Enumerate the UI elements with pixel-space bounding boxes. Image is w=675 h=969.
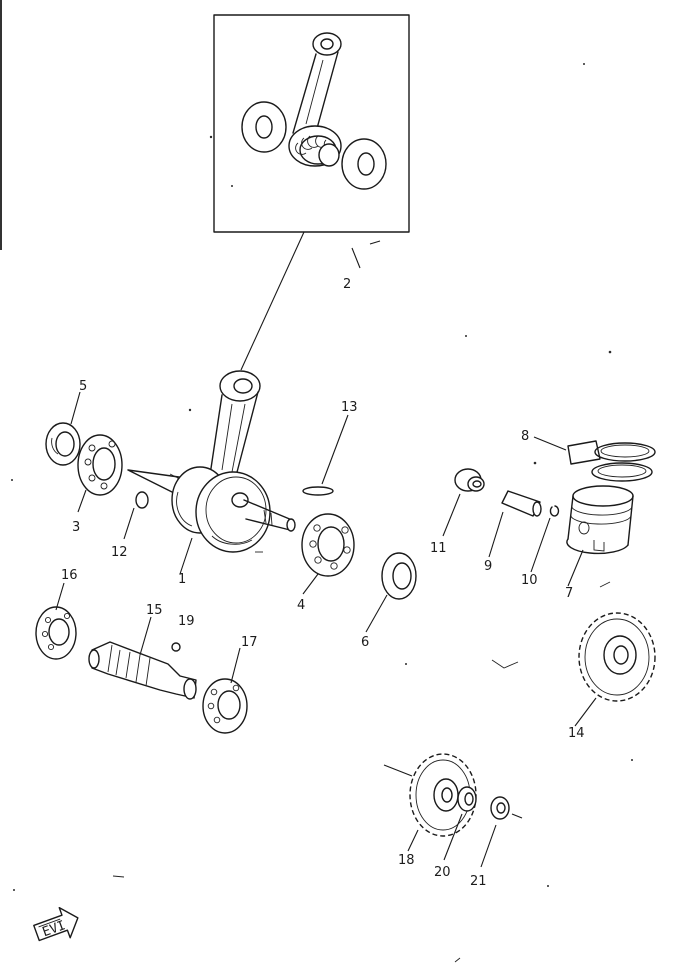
callout-20: 20 xyxy=(434,865,451,880)
crankshaft-assembly xyxy=(127,370,296,553)
callout-15: 15 xyxy=(146,603,163,618)
section-reference-stamp: EVI xyxy=(33,906,79,942)
callout-12: 12 xyxy=(111,545,128,560)
part-15-shaft xyxy=(88,641,197,700)
callout-5: 5 xyxy=(79,379,87,394)
part-16-bearing xyxy=(35,606,77,660)
part-6-oil-seal xyxy=(381,552,417,600)
part-19-ball xyxy=(171,642,181,652)
inset-leader-line xyxy=(240,231,305,371)
part-11-needle-bearing xyxy=(454,468,485,492)
part-12-key xyxy=(135,491,149,509)
callout-2: 2 xyxy=(343,277,351,292)
callout-1: 1 xyxy=(178,572,186,587)
part-7-piston xyxy=(566,485,634,555)
callout-11: 11 xyxy=(430,541,447,556)
part-8-piston-rings xyxy=(567,440,656,482)
part-20-washer xyxy=(457,786,477,812)
callout-18: 18 xyxy=(398,853,415,868)
callout-7: 7 xyxy=(565,586,573,601)
callout-21: 21 xyxy=(470,874,487,889)
callout-6: 6 xyxy=(361,635,369,650)
scan-specks xyxy=(11,63,633,963)
part-3-bearing xyxy=(77,434,123,496)
conrod-kit-inset xyxy=(209,14,410,233)
callout-14: 14 xyxy=(568,726,585,741)
callout-10: 10 xyxy=(521,573,538,588)
callout-19: 19 xyxy=(178,614,195,629)
part-14-gear xyxy=(578,612,656,702)
callout-17: 17 xyxy=(241,635,258,650)
part-4-bearing xyxy=(301,513,355,577)
callout-8: 8 xyxy=(521,429,529,444)
callout-3: 3 xyxy=(72,520,80,535)
callout-labels: 1 2 3 4 5 6 7 8 9 10 11 12 13 14 15 16 1… xyxy=(61,277,585,889)
callout-9: 9 xyxy=(484,559,492,574)
callout-4: 4 xyxy=(297,598,305,613)
part-13-pin xyxy=(302,486,334,496)
part-17-bearing xyxy=(202,678,248,734)
part-10-circlip xyxy=(549,505,560,517)
callout-13: 13 xyxy=(341,400,358,415)
part-21-nut xyxy=(490,796,510,820)
leader-lines xyxy=(55,391,597,868)
part-9-piston-pin xyxy=(501,490,542,517)
part-5-oil-seal xyxy=(45,422,81,466)
callout-16: 16 xyxy=(61,568,78,583)
